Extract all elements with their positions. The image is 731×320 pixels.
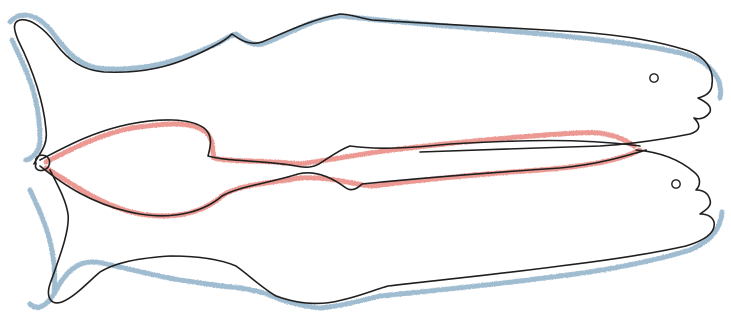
red-crayon-strokes (46, 124, 640, 216)
eye-upper (650, 74, 658, 82)
lower-fish-outline (49, 150, 715, 303)
eye-lower (672, 180, 680, 188)
red-stroke-upper (46, 124, 634, 164)
upper-fish-outline (15, 14, 713, 164)
